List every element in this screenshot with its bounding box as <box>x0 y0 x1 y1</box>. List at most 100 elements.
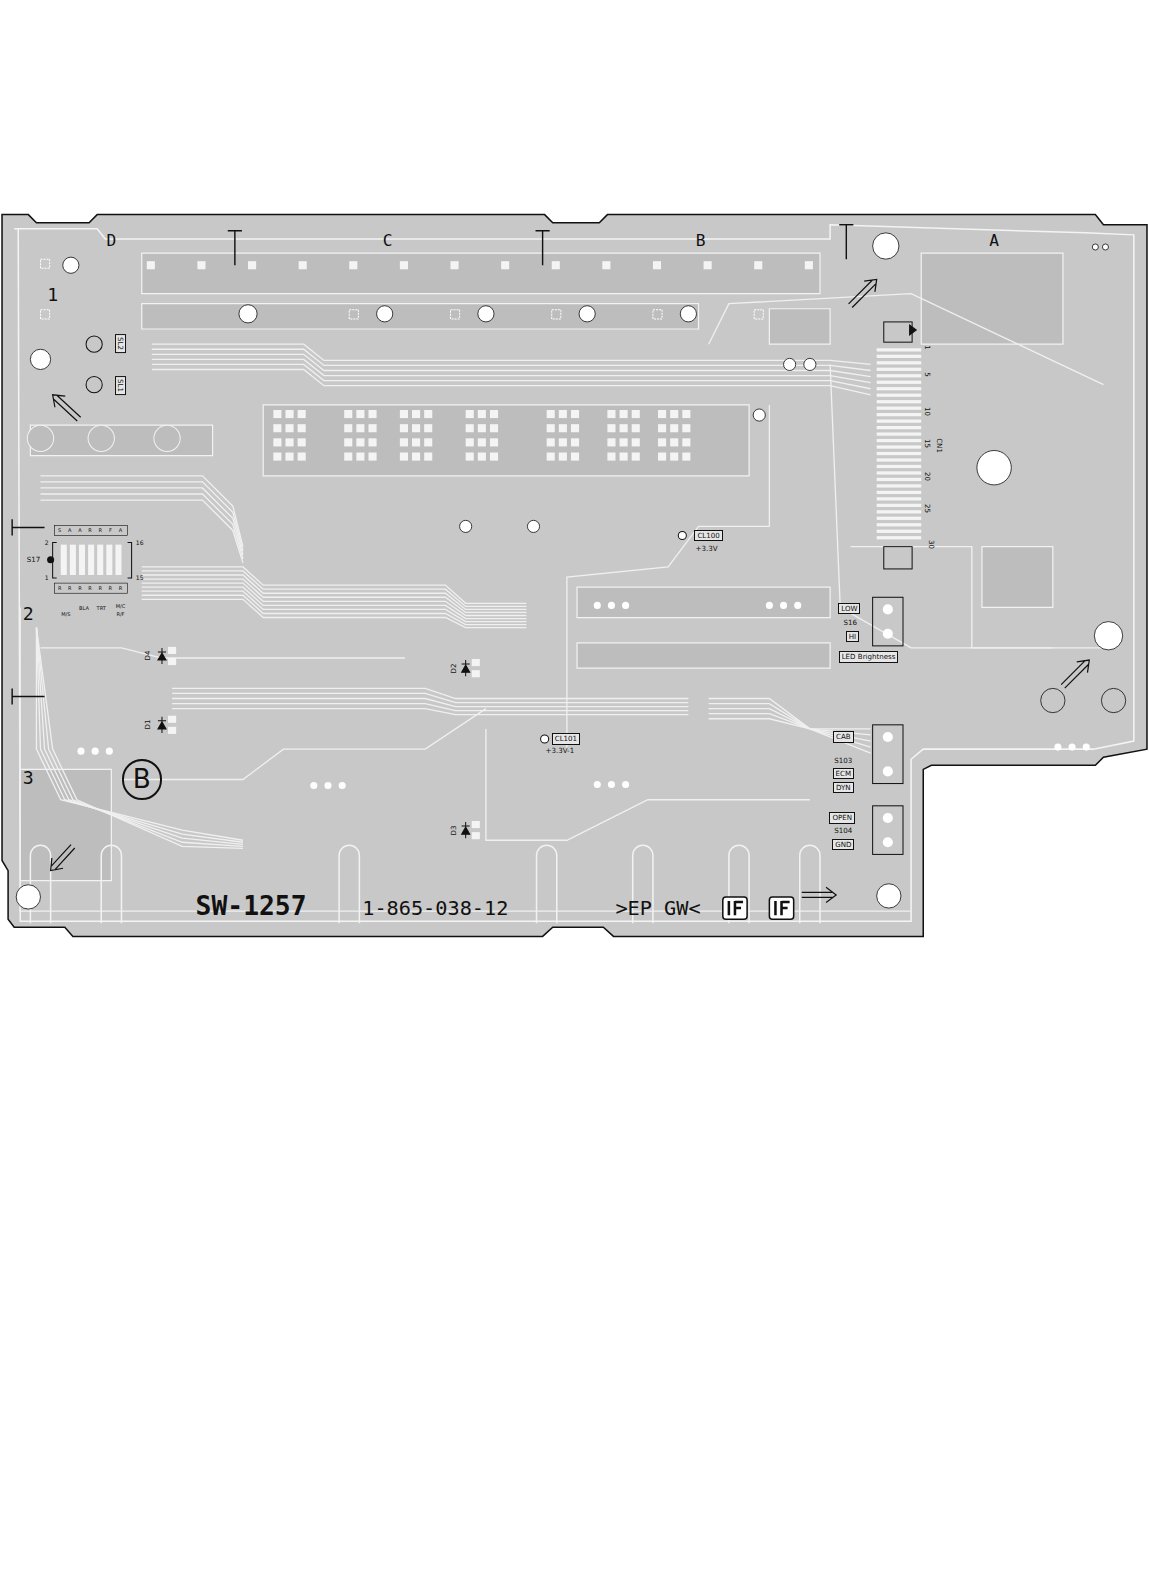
copper-trace <box>36 628 243 845</box>
board-marking: >EP GW< <box>615 898 700 918</box>
section-marker <box>12 688 44 704</box>
via-hole <box>608 602 615 609</box>
via-hole <box>106 748 113 755</box>
connector-pin <box>877 407 922 410</box>
silkscreen-label: S <box>58 528 61 533</box>
switch-pad <box>356 424 364 432</box>
diode-symbol <box>158 648 166 664</box>
callout-circle: B <box>122 759 162 799</box>
via-hole <box>1069 744 1076 751</box>
switch-pad <box>547 424 555 432</box>
switch-pad <box>424 424 432 432</box>
silkscreen-label: 30 <box>928 540 935 549</box>
switch-pad <box>490 424 498 432</box>
slot-outline <box>537 845 557 923</box>
switch-pad <box>620 453 628 461</box>
silkscreen-box: CL101 <box>552 733 580 744</box>
silkscreen-label: 2 <box>45 540 49 546</box>
smd-pad <box>501 261 509 269</box>
switch-pad <box>466 410 474 418</box>
silkscreen-label: 20 <box>924 472 931 481</box>
silkscreen-label: A <box>68 528 71 533</box>
silkscreen-label: 16 <box>136 540 144 546</box>
silkscreen-label: M/S <box>61 612 70 617</box>
direction-arrow <box>802 887 836 902</box>
copper-trace <box>709 719 871 753</box>
silkscreen-label: R <box>88 528 92 533</box>
smd-pad <box>653 261 661 269</box>
switch-pad <box>559 424 567 432</box>
pad-outline <box>552 310 561 319</box>
hole-outline <box>1041 688 1065 712</box>
smd-pad <box>552 261 560 269</box>
switch-pad <box>400 438 408 446</box>
silkscreen-label: A <box>119 528 122 533</box>
mounting-hole <box>478 306 494 322</box>
connector-pin <box>877 523 922 526</box>
silkscreen-label: CN1 <box>936 438 943 453</box>
silkscreen-label: R <box>109 586 113 591</box>
smd-pad <box>472 821 480 828</box>
silkscreen-box: DYN <box>833 782 854 793</box>
logo-frame <box>769 897 793 919</box>
switch-pad <box>607 438 615 446</box>
switch-pad <box>682 424 690 432</box>
switch-contact <box>70 545 76 575</box>
silkscreen-box: SL1 <box>115 376 126 395</box>
mark-logo <box>723 897 747 919</box>
smd-pad <box>472 832 480 839</box>
via-hole <box>608 781 615 788</box>
switch-pads <box>607 410 639 461</box>
connector-pin <box>877 517 922 520</box>
copper-trace <box>709 294 1104 385</box>
copper-trace <box>567 405 769 749</box>
switch-pad <box>298 424 306 432</box>
switch-pad <box>478 424 486 432</box>
switch-pad <box>559 453 567 461</box>
switch-hole <box>883 813 893 823</box>
switch-pad <box>490 410 498 418</box>
silkscreen-label: D4 <box>144 651 151 661</box>
pad-outline <box>754 310 763 319</box>
copper-trace <box>152 370 871 395</box>
switch-hole <box>883 629 893 639</box>
pad-round <box>154 425 180 451</box>
copper-trace <box>142 575 527 609</box>
silkscreen-label: R <box>58 586 62 591</box>
switch-pad <box>632 438 640 446</box>
silkscreen-label: S104 <box>834 827 852 834</box>
smd-pad <box>805 261 813 269</box>
silkscreen-label: BLA <box>79 606 89 611</box>
smd-pad <box>168 716 176 723</box>
copper-zone <box>30 425 212 455</box>
label-grid <box>55 525 128 535</box>
silkscreen-label: M/C <box>116 604 126 609</box>
pad-outline <box>40 259 49 268</box>
board-marking: A <box>989 233 999 249</box>
switch-pad <box>466 424 474 432</box>
via-hole <box>780 602 787 609</box>
switch-hole <box>883 837 893 847</box>
board-outline <box>2 215 1147 937</box>
switch-pad <box>298 453 306 461</box>
connector-pin <box>877 432 922 435</box>
box-label: HI <box>849 633 856 640</box>
connector-pin <box>877 355 922 358</box>
switch-pad <box>368 424 376 432</box>
silkscreen-box: ECM <box>833 768 855 779</box>
silkscreen-box: SL2 <box>115 334 126 353</box>
switch-pad <box>344 410 352 418</box>
copper-zone <box>142 304 699 329</box>
switch-pad <box>559 438 567 446</box>
mark-logo <box>769 897 793 919</box>
copper-zone <box>577 587 830 617</box>
copper-trace <box>36 628 243 847</box>
switch-contact <box>88 545 94 575</box>
silkscreen-label: 10 <box>924 408 931 417</box>
switch-frame <box>873 597 903 646</box>
mounting-hole <box>753 409 765 421</box>
copper-zone <box>769 309 830 344</box>
smd-pad <box>704 261 712 269</box>
silkscreen-label: A <box>78 528 81 533</box>
